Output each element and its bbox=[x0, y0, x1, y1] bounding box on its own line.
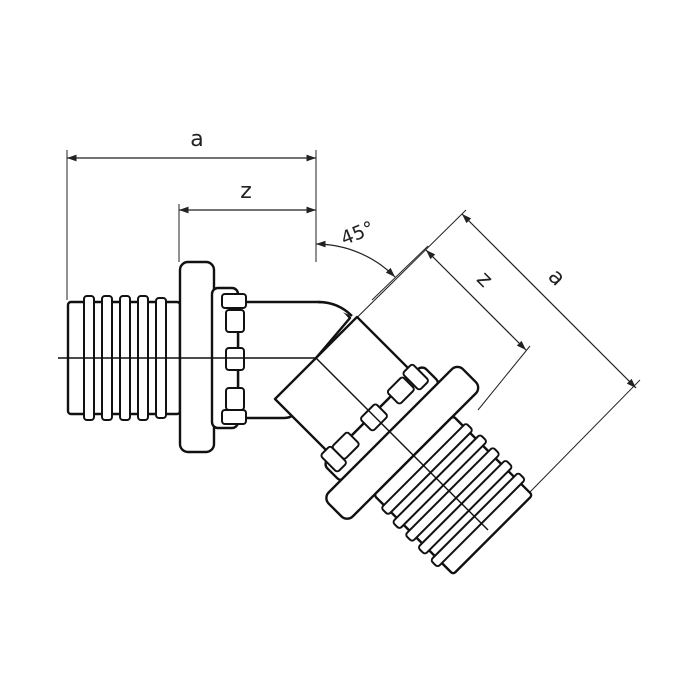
angle-label: 45° bbox=[338, 217, 377, 250]
left-overall-label: a bbox=[190, 127, 203, 152]
right-offset-dimension-line bbox=[425, 249, 527, 351]
centerlines bbox=[58, 357, 489, 531]
right-overall-label: a bbox=[543, 264, 570, 291]
left-dimensions: a z bbox=[66, 127, 317, 300]
right-centerline bbox=[315, 357, 489, 531]
angle-dimension: 45° bbox=[315, 217, 396, 278]
right-clips bbox=[320, 363, 429, 473]
elbow-outer-curve bbox=[317, 300, 353, 317]
left-clips bbox=[221, 293, 247, 425]
right-offset-label: z bbox=[471, 267, 497, 293]
right-overall-dimension-line bbox=[461, 213, 637, 389]
left-offset-label: z bbox=[240, 179, 252, 204]
left-collar bbox=[178, 260, 216, 454]
